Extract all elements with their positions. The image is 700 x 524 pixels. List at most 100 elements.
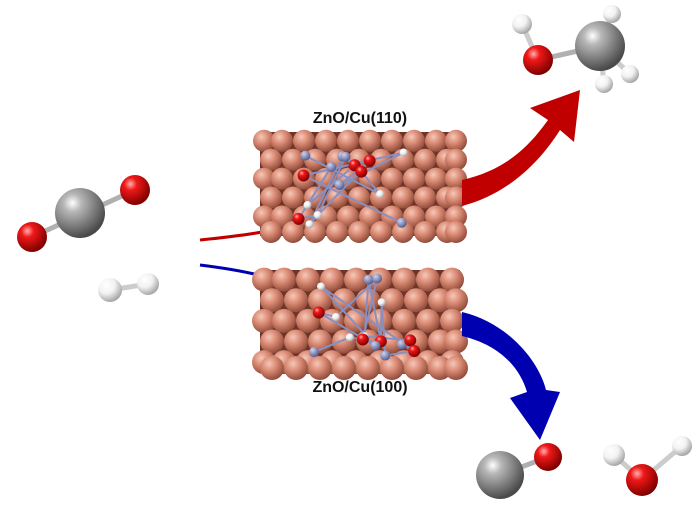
copper-atom	[253, 167, 275, 190]
zinc-atom	[372, 273, 383, 284]
oxygen-atom	[534, 443, 562, 471]
copper-atom	[296, 267, 320, 292]
zno-overlayer	[292, 148, 408, 229]
bond	[367, 279, 382, 342]
copper-atom	[260, 221, 282, 243]
hydrogen-atom	[512, 14, 532, 34]
surface-panel-top	[253, 129, 467, 243]
bond	[304, 154, 381, 196]
bond	[335, 277, 378, 318]
copper-atom	[425, 129, 447, 152]
oxygen-atom	[312, 306, 325, 319]
copper-atom	[271, 167, 293, 190]
copper-atom	[260, 148, 282, 171]
copper-atom	[271, 129, 293, 152]
copper-atom	[445, 167, 467, 190]
copper-atom	[425, 205, 447, 228]
copper-atom	[392, 221, 414, 243]
copper-atom	[445, 129, 467, 152]
copper-atom	[315, 129, 337, 152]
hydrogen-atom	[595, 75, 613, 93]
oxygen-atom	[17, 222, 47, 252]
zinc-atom	[308, 347, 319, 358]
oxygen-atom	[297, 169, 310, 182]
copper-atom	[403, 205, 425, 228]
copper-atom	[445, 148, 467, 171]
co-molecule	[476, 443, 562, 499]
hydrogen-atom	[376, 190, 385, 199]
copper-atom	[260, 288, 284, 313]
copper-atom	[272, 308, 296, 333]
hydrogen-atom	[603, 444, 625, 466]
blue-curved-arrow	[462, 312, 560, 440]
copper-atom	[356, 356, 380, 380]
oxygen-atom	[120, 175, 150, 205]
zinc-atom	[334, 180, 345, 191]
copper-atom	[368, 308, 392, 333]
co2-molecule	[17, 175, 150, 252]
copper-atom	[282, 148, 304, 171]
copper-atom	[260, 329, 284, 354]
zinc-atom	[370, 340, 381, 351]
copper-atom	[260, 356, 284, 380]
copper-atom	[252, 267, 276, 292]
copper-atom	[272, 267, 296, 292]
copper-atom	[359, 129, 381, 152]
copper-atom	[332, 356, 356, 380]
oxygen-atom	[523, 45, 553, 75]
bond	[361, 278, 379, 340]
copper-atom	[445, 221, 467, 243]
copper-atom	[370, 148, 392, 171]
hydrogen-atom	[303, 201, 312, 210]
copper-atom	[326, 221, 348, 243]
oxygen-atom	[626, 464, 658, 496]
copper-atom	[260, 186, 282, 209]
copper-atom	[320, 267, 344, 292]
hydrogen-atom	[305, 220, 314, 229]
hydrogen-atom	[137, 273, 159, 295]
copper-atom	[425, 167, 447, 190]
copper-atom	[404, 356, 428, 380]
copper-atom	[380, 356, 404, 380]
copper-atom	[308, 288, 332, 313]
copper-atom	[284, 356, 308, 380]
copper-atom	[348, 221, 370, 243]
zinc-atom	[326, 162, 337, 173]
copper-atom	[370, 221, 392, 243]
oxygen-atom	[355, 165, 368, 178]
copper-atom	[403, 167, 425, 190]
hydrogen-atom	[345, 333, 354, 342]
copper-atom	[444, 288, 468, 313]
copper-atom	[381, 167, 403, 190]
zinc-atom	[396, 217, 407, 228]
hydrogen-atom	[377, 298, 386, 307]
copper-atom	[271, 205, 293, 228]
copper-atom	[404, 288, 428, 313]
copper-atom	[326, 186, 348, 209]
copper-atom	[284, 288, 308, 313]
copper-atom	[440, 267, 464, 292]
panel-label-bottom: ZnO/Cu(100)	[312, 379, 407, 396]
hydrogen-atom	[98, 278, 122, 302]
hydrogen-atom	[331, 313, 340, 322]
carbon-atom	[476, 451, 524, 499]
copper-atom	[293, 129, 315, 152]
copper-atom	[416, 267, 440, 292]
copper-atom	[392, 267, 416, 292]
copper-atom	[344, 267, 368, 292]
copper-atom	[392, 308, 416, 333]
red-curved-arrow	[462, 90, 580, 206]
methanol-molecule	[512, 5, 639, 93]
oxygen-atom	[408, 344, 421, 357]
copper-atom	[253, 129, 275, 152]
copper-atom	[414, 221, 436, 243]
hydrogen-atom	[317, 282, 326, 291]
copper-surface-atoms	[252, 267, 468, 380]
copper-atom	[403, 129, 425, 152]
panel-label-top: ZnO/Cu(110)	[313, 110, 407, 127]
carbon-atom	[55, 188, 105, 238]
zinc-atom	[300, 150, 311, 161]
h2-molecule	[98, 273, 159, 302]
zinc-atom	[380, 350, 391, 361]
